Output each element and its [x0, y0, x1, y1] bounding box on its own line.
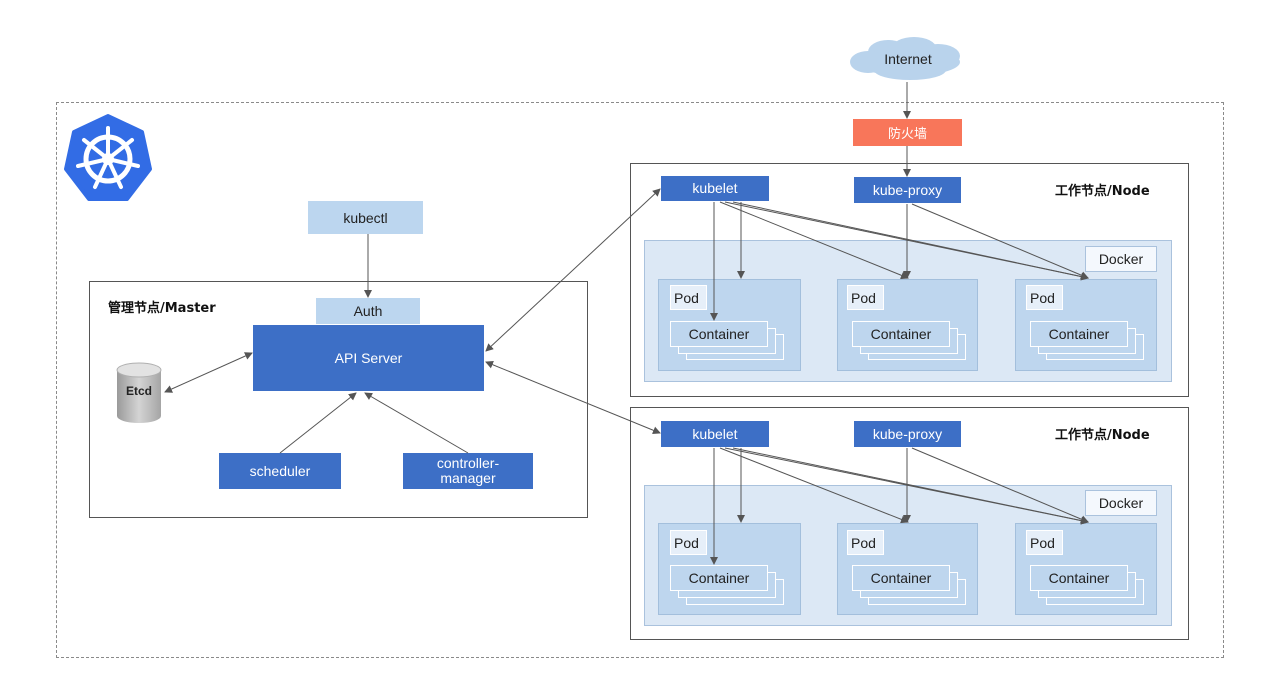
docker-label-1: Docker: [1085, 246, 1157, 272]
node-title-2: 工作节点/Node: [1055, 428, 1150, 443]
auth-box: Auth: [316, 298, 420, 324]
pod-label: Pod: [670, 530, 707, 555]
kube-proxy-box-1: kube-proxy: [854, 177, 961, 203]
container-box: Container: [670, 565, 768, 591]
master-title: 管理节点/Master: [108, 301, 216, 316]
container-box: Container: [670, 321, 768, 347]
container-box: Container: [1030, 321, 1128, 347]
pod-label: Pod: [1026, 530, 1063, 555]
node-title-1: 工作节点/Node: [1055, 184, 1150, 199]
etcd-database: Etcd: [115, 362, 163, 424]
kubelet-box-2: kubelet: [661, 421, 769, 447]
pod-label: Pod: [847, 530, 884, 555]
pod-label: Pod: [847, 285, 884, 310]
pod-label: Pod: [670, 285, 707, 310]
pod-label: Pod: [1026, 285, 1063, 310]
api-server-box: API Server: [253, 325, 484, 391]
kubectl-box: kubectl: [308, 201, 423, 234]
cluster-boundary: [56, 102, 1224, 658]
database-cylinder-icon: [116, 362, 162, 423]
cloud-icon: [850, 37, 960, 80]
internet-cloud: Internet: [848, 36, 968, 82]
container-box: Container: [1030, 565, 1128, 591]
kube-proxy-box-2: kube-proxy: [854, 421, 961, 447]
container-box: Container: [852, 565, 950, 591]
scheduler-box: scheduler: [219, 453, 341, 489]
firewall-box: 防火墙: [853, 119, 962, 146]
container-box: Container: [852, 321, 950, 347]
controller-manager-box: controller- manager: [403, 453, 533, 489]
kubelet-box-1: kubelet: [661, 176, 769, 201]
internet-label: Internet: [884, 51, 932, 67]
docker-label-2: Docker: [1085, 490, 1157, 516]
etcd-label: Etcd: [125, 384, 152, 398]
kubernetes-logo-icon: [64, 114, 152, 201]
